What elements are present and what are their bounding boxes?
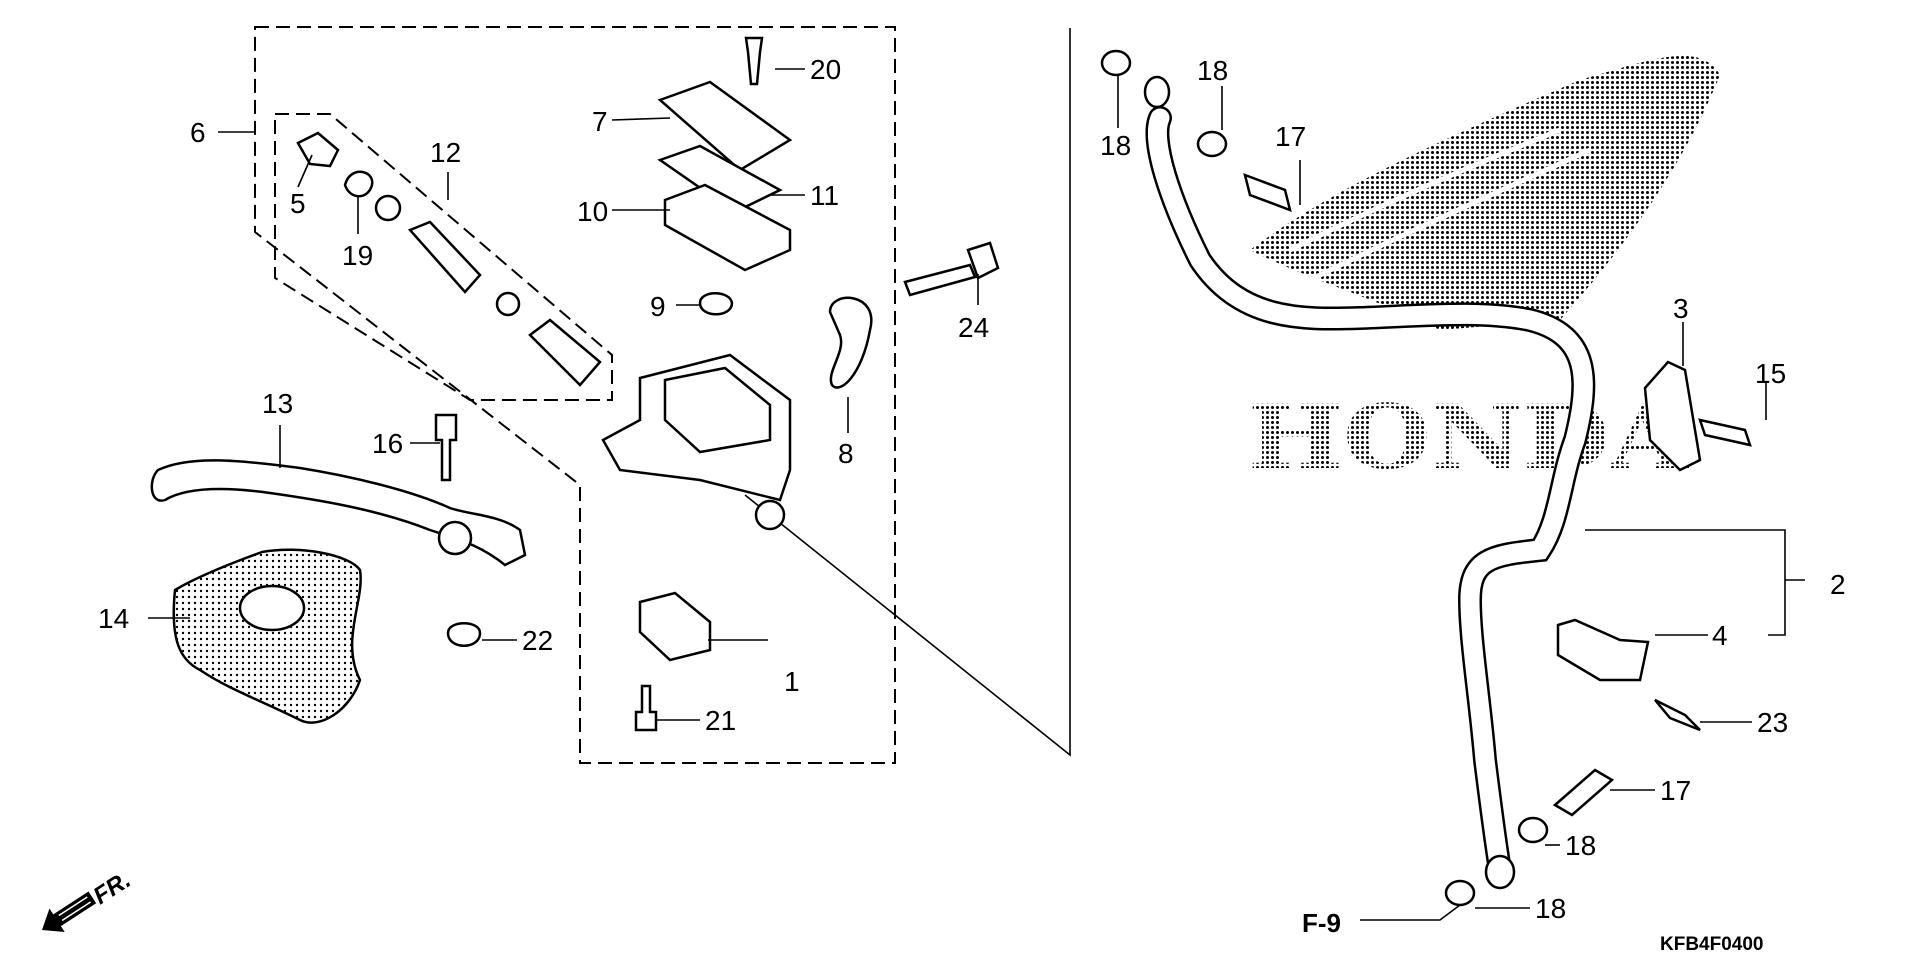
part-10-diaphragm bbox=[663, 183, 792, 272]
callout-5: 5 bbox=[290, 188, 306, 219]
part-14-lever-cover bbox=[172, 548, 362, 724]
callout-17-upper: 17 bbox=[1275, 121, 1306, 152]
part-24-bolt bbox=[903, 263, 977, 297]
hose-lower-eye bbox=[1484, 854, 1516, 890]
part-3-hose-clamp bbox=[1643, 360, 1702, 472]
callout-18-d: 18 bbox=[1535, 893, 1566, 924]
hose-upper-eye bbox=[1143, 75, 1171, 109]
callout-21: 21 bbox=[705, 705, 736, 736]
part-18-washer-c bbox=[1517, 816, 1549, 844]
part-12-piston bbox=[407, 220, 482, 294]
callout-16: 16 bbox=[372, 428, 403, 459]
callout-24: 24 bbox=[958, 312, 989, 343]
callout-17-lower: 17 bbox=[1660, 775, 1691, 806]
callout-1: 1 bbox=[784, 666, 800, 697]
part-22-cap bbox=[446, 622, 482, 647]
part-20-screw bbox=[744, 36, 764, 86]
part-15-bolt bbox=[1698, 418, 1752, 447]
part-5-boot bbox=[296, 131, 340, 168]
master-cylinder-outline bbox=[254, 26, 896, 764]
part-13-brake-lever bbox=[150, 459, 527, 567]
part-18-washer-d bbox=[1444, 879, 1476, 907]
part-24-bolt-head bbox=[966, 241, 1000, 280]
callout-15: 15 bbox=[1755, 358, 1786, 389]
part-13-pivot-hole bbox=[437, 520, 473, 556]
part-16-pivot-bolt bbox=[434, 413, 458, 482]
callout-22: 22 bbox=[522, 625, 553, 656]
part-18-washer-a bbox=[1100, 49, 1132, 77]
callout-2: 2 bbox=[1830, 569, 1846, 600]
part-19-circlip bbox=[343, 170, 374, 198]
callout-8: 8 bbox=[838, 438, 854, 469]
part-12-secondary-cup bbox=[495, 291, 521, 317]
part-14-cover-dome bbox=[238, 584, 306, 632]
callout-3: 3 bbox=[1673, 293, 1689, 324]
callout-labels: 1 2 3 4 5 6 7 8 9 10 11 12 13 14 15 16 1… bbox=[98, 54, 1846, 924]
part-8-holder bbox=[828, 296, 873, 389]
drawing-code: KFB4F0400 bbox=[1660, 934, 1764, 955]
callout-20: 20 bbox=[810, 54, 841, 85]
part-7-reservoir-cap bbox=[657, 80, 793, 172]
callout-19: 19 bbox=[342, 240, 373, 271]
callout-23: 23 bbox=[1757, 707, 1788, 738]
part-18-washer-b bbox=[1196, 130, 1228, 158]
part-1-stop-switch bbox=[638, 591, 712, 662]
leader-lines bbox=[148, 68, 1805, 921]
callout-12: 12 bbox=[430, 137, 461, 168]
callout-6: 6 bbox=[190, 117, 206, 148]
callout-18-c: 18 bbox=[1565, 830, 1596, 861]
master-cylinder-port bbox=[754, 499, 786, 531]
callout-4: 4 bbox=[1712, 620, 1728, 651]
callout-7: 7 bbox=[592, 106, 608, 137]
part-21-screw bbox=[634, 684, 658, 732]
arrow-icon bbox=[42, 891, 97, 932]
callout-18-a: 18 bbox=[1100, 130, 1131, 161]
callout-11: 11 bbox=[810, 180, 839, 211]
hose-bracket-line bbox=[744, 28, 1071, 757]
callout-14: 14 bbox=[98, 603, 129, 634]
page-reference[interactable]: F-9 bbox=[1302, 908, 1341, 938]
part-23-bolt bbox=[1654, 698, 1701, 732]
callout-10: 10 bbox=[577, 196, 608, 227]
part-9-grommet bbox=[698, 292, 734, 316]
part-12-spring bbox=[528, 318, 602, 387]
front-direction-arrow: FR. bbox=[42, 866, 136, 932]
honda-logo-text: HONDA bbox=[1248, 385, 1690, 489]
master-cylinder-reservoir bbox=[663, 366, 772, 454]
part-12-cup bbox=[374, 194, 402, 222]
assembly-outlines bbox=[254, 26, 1071, 764]
part-17-bolt-a bbox=[1243, 172, 1292, 213]
callout-13: 13 bbox=[262, 388, 293, 419]
part-17-bolt-b bbox=[1552, 768, 1615, 817]
callout-9: 9 bbox=[650, 291, 666, 322]
part-4-hose-clamp bbox=[1556, 618, 1650, 682]
parts bbox=[150, 36, 1752, 907]
callout-18-b: 18 bbox=[1197, 55, 1228, 86]
piston-kit-outline bbox=[274, 113, 613, 401]
honda-wing-logo: HONDA bbox=[1248, 55, 1720, 489]
